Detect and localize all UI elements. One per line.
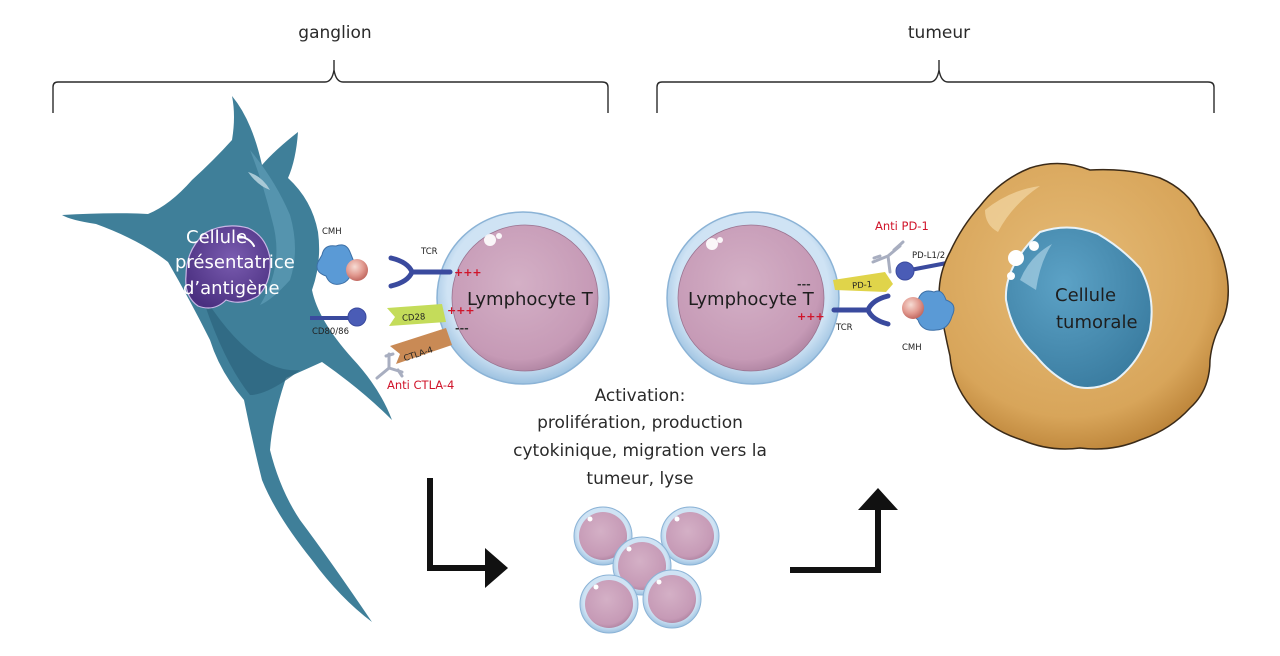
charge-plus-cd28: +++ [447, 304, 475, 317]
antigen-presenting-cell: Cellule présentatrice d’antigène [62, 96, 392, 622]
anti-pd1-icon [871, 240, 905, 274]
proliferating-t-cell-cytoplasm [579, 512, 627, 560]
lymph-node-bracket-group: ganglion [52, 23, 609, 113]
apc-nucleus-highlight [237, 235, 255, 247]
pd1: PD-1 [833, 272, 893, 292]
t-lymphocyte-left: Lymphocyte T [436, 211, 610, 385]
activation-line-1: Activation: [595, 386, 686, 406]
apc-body [62, 96, 392, 622]
cd28-shape [387, 304, 446, 326]
pd1-label: PD-1 [852, 280, 873, 292]
cmh-right-shape [912, 290, 955, 331]
arrow-right-up-line [790, 506, 881, 573]
cmh-right-label: CMH [902, 343, 922, 353]
apc-label-line-1: Cellule [186, 227, 247, 248]
tumor-label-line-1: Cellule [1055, 285, 1116, 306]
charge-minus-pd1: --- [797, 278, 811, 291]
t-cell-right-shine [706, 238, 718, 250]
tumor-cell-highlight [985, 186, 1040, 232]
cmh-left: CMH [316, 227, 368, 285]
proliferating-t-cell-shine [656, 579, 662, 585]
apc-body-shadow [200, 290, 300, 395]
arrow-right-up-head [858, 488, 898, 510]
cd28-label: CD28 [402, 312, 426, 324]
charge-plus-tcr-left: +++ [454, 266, 482, 279]
lymph-node-bracket [52, 60, 609, 113]
cmh-right: CMH [902, 290, 955, 353]
arrow-right-up [790, 488, 898, 573]
proliferating-t-cell-cytoplasm [648, 575, 696, 623]
apc-body-highlight [250, 150, 295, 305]
tcr-right: TCR [831, 293, 891, 333]
t-cell-left-shine-2 [496, 233, 502, 239]
tumor-shine-3 [1007, 272, 1015, 280]
tcr-right-shape [831, 293, 891, 327]
activation-line-3: cytokinique, migration vers la [513, 441, 767, 461]
arrow-down-right [427, 478, 508, 588]
tumor-label-line-2: tumorale [1056, 312, 1138, 333]
proliferating-t-cell [642, 569, 702, 629]
tumor-shine-1 [1008, 250, 1024, 266]
section-label-lymph-node: ganglion [298, 23, 371, 43]
cd80-86: CD80/86 [310, 307, 367, 337]
ctla4: CTLA-4 [390, 328, 452, 364]
activation-description: Activation: prolifération, production cy… [513, 386, 767, 489]
proliferating-t-cell-shine [593, 584, 599, 590]
t-cell-left-shine [484, 234, 496, 246]
charge-minus-ctla4: --- [455, 322, 469, 335]
pdl1-2-label: PD-L1/2 [912, 251, 945, 261]
arrow-down-right-head [485, 548, 508, 588]
tumor-bracket-group: tumeur [656, 23, 1215, 113]
cd80-86-head [347, 307, 367, 327]
proliferating-t-cell-shine [587, 516, 593, 522]
pd1-shape [833, 272, 893, 292]
tumor-nucleus-highlight [1020, 244, 1052, 290]
cd28: CD28 +++ --- [387, 304, 475, 335]
tumor-shine-2 [1029, 241, 1039, 251]
tumor-nucleus [1004, 226, 1153, 389]
tcr-left: TCR +++ [388, 247, 482, 289]
proliferating-t-cells [573, 506, 720, 634]
apc-nucleus [185, 225, 271, 309]
tcr-left-label: TCR [420, 247, 438, 257]
proliferating-t-cell-cytoplasm [585, 580, 633, 628]
t-cell-left-label: Lymphocyte T [467, 289, 594, 310]
anti-ctla4-label: Anti CTLA-4 [387, 378, 454, 392]
section-label-tumor: tumeur [908, 23, 970, 43]
t-cell-right-shine-2 [717, 237, 723, 243]
proliferating-t-cell-shine [674, 516, 680, 522]
antigen-left [346, 259, 368, 281]
apc-label-line-2: présentatrice [175, 252, 295, 273]
anti-pd1-antibody: Anti PD-1 [871, 219, 929, 274]
tcr-left-shape [388, 255, 453, 289]
anti-ctla4-icon [375, 352, 404, 380]
ctla4-shape [390, 328, 452, 364]
apc-highlight-top [248, 172, 270, 190]
t-cell-right-label: Lymphocyte T [688, 289, 815, 310]
pdl1-2-head [895, 261, 915, 281]
tumor-cell: Cellule tumorale [938, 162, 1229, 450]
arrow-down-right-line [427, 478, 488, 571]
activation-line-4: tumeur, lyse [586, 469, 693, 489]
cmh-left-label: CMH [322, 227, 342, 237]
anti-pd1-label: Anti PD-1 [875, 219, 929, 233]
cd80-86-label: CD80/86 [312, 327, 349, 337]
tcr-right-label: TCR [835, 323, 853, 333]
charge-plus-tcr-right: +++ [797, 310, 825, 323]
proliferating-t-cell [660, 506, 720, 566]
proliferating-t-cell-cytoplasm [666, 512, 714, 560]
proliferating-t-cell [579, 574, 639, 634]
apc-label-line-3: d’antigène [183, 278, 280, 299]
t-lymphocyte-right: Lymphocyte T --- +++ [666, 211, 840, 385]
antigen-right [902, 297, 924, 319]
activation-line-2: prolifération, production [537, 413, 743, 433]
anti-ctla4-antibody: Anti CTLA-4 [375, 352, 454, 392]
t-cell-right-cytoplasm [677, 224, 825, 372]
t-cell-left-cytoplasm [451, 224, 599, 372]
proliferating-t-cell-shine [626, 546, 632, 552]
tumor-bracket [656, 60, 1215, 113]
